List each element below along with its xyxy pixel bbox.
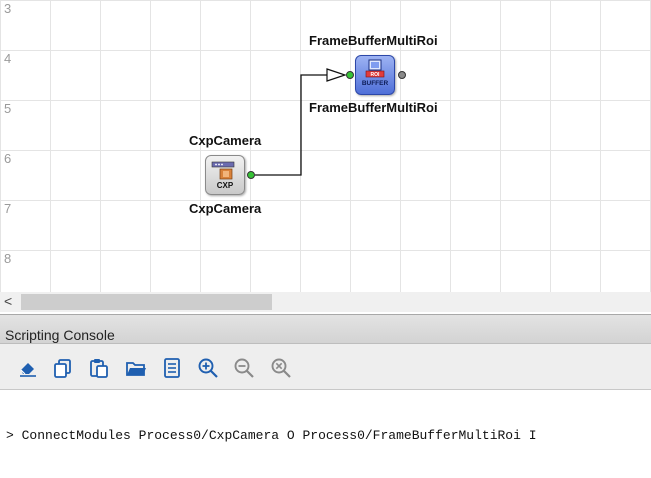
zoom-out-icon[interactable] — [233, 357, 255, 379]
row-number: 5 — [4, 101, 12, 116]
horizontal-scrollbar[interactable]: < — [0, 292, 651, 312]
cxp-camera-module-icon[interactable]: CXP — [205, 155, 245, 195]
buffer-icon-label: BUFFER — [362, 80, 389, 87]
console-prompt: > — [6, 428, 14, 443]
scrollbar-thumb[interactable] — [21, 294, 272, 310]
console-command: ConnectModules Process0/CxpCamera O Proc… — [21, 428, 537, 443]
copy-icon[interactable] — [52, 357, 74, 379]
open-folder-icon[interactable] — [125, 357, 147, 379]
cxp-icon-label: CXP — [217, 181, 234, 190]
console-title: Scripting Console — [5, 327, 115, 343]
design-canvas[interactable]: 3 4 5 6 7 8 FrameBufferMultiRoi ROI BUFF… — [0, 0, 651, 292]
camera-module-label: CxpCamera — [189, 201, 262, 216]
camera-output-port[interactable] — [247, 171, 255, 179]
zoom-reset-icon[interactable] — [270, 357, 292, 379]
console-toolbar — [0, 344, 651, 390]
console-output[interactable]: > ConnectModules Process0/CxpCamera O Pr… — [0, 390, 651, 478]
console-command-line: > ConnectModules Process0/CxpCamera O Pr… — [6, 428, 537, 443]
frame-buffer-module-icon[interactable]: ROI BUFFER — [355, 55, 395, 95]
row-number: 7 — [4, 201, 12, 216]
row-number: 3 — [4, 1, 12, 16]
console-header: Scripting Console — [0, 314, 651, 344]
script-book-icon[interactable] — [161, 357, 183, 379]
row-number: 8 — [4, 251, 12, 266]
row-number: 6 — [4, 151, 12, 166]
clear-icon[interactable] — [17, 357, 39, 379]
buffer-input-port[interactable] — [346, 71, 354, 79]
svg-text:ROI: ROI — [371, 72, 381, 78]
paste-icon[interactable] — [88, 357, 110, 379]
buffer-output-port[interactable] — [398, 71, 406, 79]
buffer-module-label: FrameBufferMultiRoi — [309, 100, 438, 115]
zoom-in-icon[interactable] — [197, 357, 219, 379]
buffer-module-title: FrameBufferMultiRoi — [309, 33, 438, 48]
scroll-left-icon[interactable]: < — [4, 293, 13, 309]
module-connection[interactable] — [0, 0, 651, 292]
camera-module-title: CxpCamera — [189, 133, 262, 148]
row-number: 4 — [4, 51, 12, 66]
